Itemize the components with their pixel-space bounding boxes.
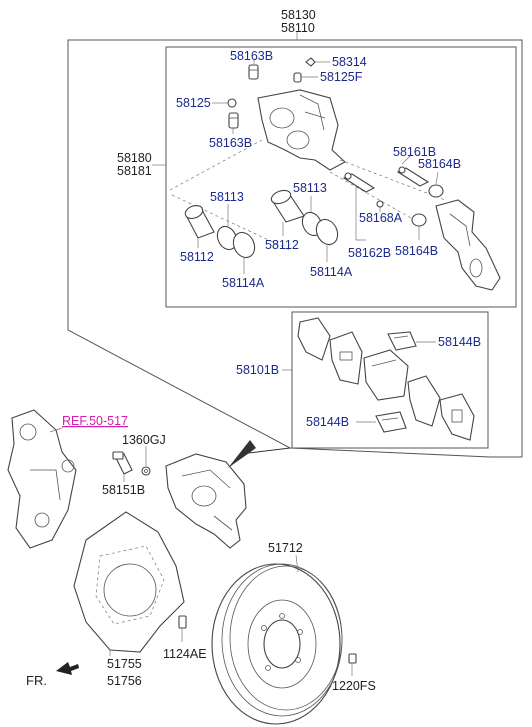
piston-left bbox=[184, 205, 215, 239]
label-58163b-mid: 58163B bbox=[209, 136, 252, 150]
bolt-58151b bbox=[112, 451, 133, 475]
label-58113-right: 58113 bbox=[293, 181, 327, 195]
guide-pin-b bbox=[396, 166, 430, 187]
boot-bottom bbox=[411, 213, 427, 227]
guide-pin-a bbox=[342, 172, 376, 193]
label-51712: 51712 bbox=[268, 541, 303, 555]
label-58112-left: 58112 bbox=[180, 250, 214, 264]
boot-ring-right bbox=[315, 218, 339, 246]
label-58130: 58130 bbox=[281, 8, 316, 22]
label-58125: 58125 bbox=[176, 96, 211, 110]
pad-clip-bottom bbox=[375, 411, 407, 433]
bolt-58125 bbox=[227, 98, 237, 108]
caliper-housing bbox=[257, 89, 346, 171]
caliper-installed bbox=[165, 453, 247, 549]
label-58164b-top: 58164B bbox=[418, 157, 461, 171]
screw-58314 bbox=[305, 57, 316, 67]
label-58114a-left: 58114A bbox=[222, 276, 265, 290]
label-fr: FR. bbox=[26, 673, 47, 688]
pad-kit-frame bbox=[291, 311, 489, 449]
label-51755: 51755 bbox=[107, 657, 142, 671]
label-58164b-bottom: 58164B bbox=[395, 244, 438, 258]
screw-1360gj bbox=[141, 466, 151, 476]
brake-pad-shim-left bbox=[297, 317, 331, 361]
label-58163b-top: 58163B bbox=[230, 49, 273, 63]
screw-1220fs bbox=[348, 653, 357, 664]
label-58112-right: 58112 bbox=[265, 238, 299, 252]
label-58180: 58180 bbox=[117, 151, 152, 165]
label-1124ae: 1124AE bbox=[163, 647, 207, 661]
label-ref-50-517[interactable]: REF.50-517 bbox=[62, 414, 128, 428]
steering-knuckle bbox=[7, 409, 77, 549]
label-58144b-top: 58144B bbox=[438, 335, 481, 349]
label-58161b: 58161B bbox=[393, 145, 436, 159]
sleeve-58168a bbox=[376, 200, 384, 208]
label-51756: 51756 bbox=[107, 674, 142, 688]
label-1220fs: 1220FS bbox=[332, 679, 376, 693]
brake-pad-center bbox=[363, 349, 409, 401]
label-58125f: 58125F bbox=[320, 70, 363, 84]
label-1360gj: 1360GJ bbox=[122, 433, 166, 447]
label-58113-left: 58113 bbox=[210, 190, 244, 204]
bolt-1124ae bbox=[178, 615, 187, 629]
piston-right bbox=[270, 189, 305, 223]
dust-shield bbox=[73, 511, 185, 653]
brake-pad-left bbox=[329, 331, 363, 385]
boot-top bbox=[428, 184, 444, 198]
label-58110: 58110 bbox=[281, 21, 315, 35]
pad-clip-top bbox=[387, 331, 417, 351]
label-58314: 58314 bbox=[332, 55, 367, 69]
caliper-subframe bbox=[165, 46, 517, 308]
bolt-58163b-mid bbox=[228, 112, 239, 129]
assembly-frame bbox=[67, 39, 523, 458]
boot-ring-left bbox=[232, 231, 256, 259]
label-58144b-bottom: 58144B bbox=[306, 415, 349, 429]
label-58114a-right: 58114A bbox=[310, 265, 353, 279]
brake-pad-right bbox=[407, 375, 441, 427]
brake-disc bbox=[211, 563, 343, 725]
label-58162b: 58162B bbox=[348, 246, 391, 260]
cap-58125f bbox=[293, 72, 302, 83]
seal-left bbox=[216, 225, 238, 251]
front-direction-arrow-icon bbox=[56, 662, 79, 675]
caliper-bracket bbox=[435, 199, 501, 291]
bolt-58163b-top bbox=[248, 64, 259, 80]
label-58181: 58181 bbox=[117, 164, 152, 178]
label-58168a: 58168A bbox=[359, 211, 403, 225]
brake-pad-shim-right bbox=[439, 393, 475, 441]
label-58151b: 58151B bbox=[102, 483, 145, 497]
label-58101b: 58101B bbox=[236, 363, 279, 377]
